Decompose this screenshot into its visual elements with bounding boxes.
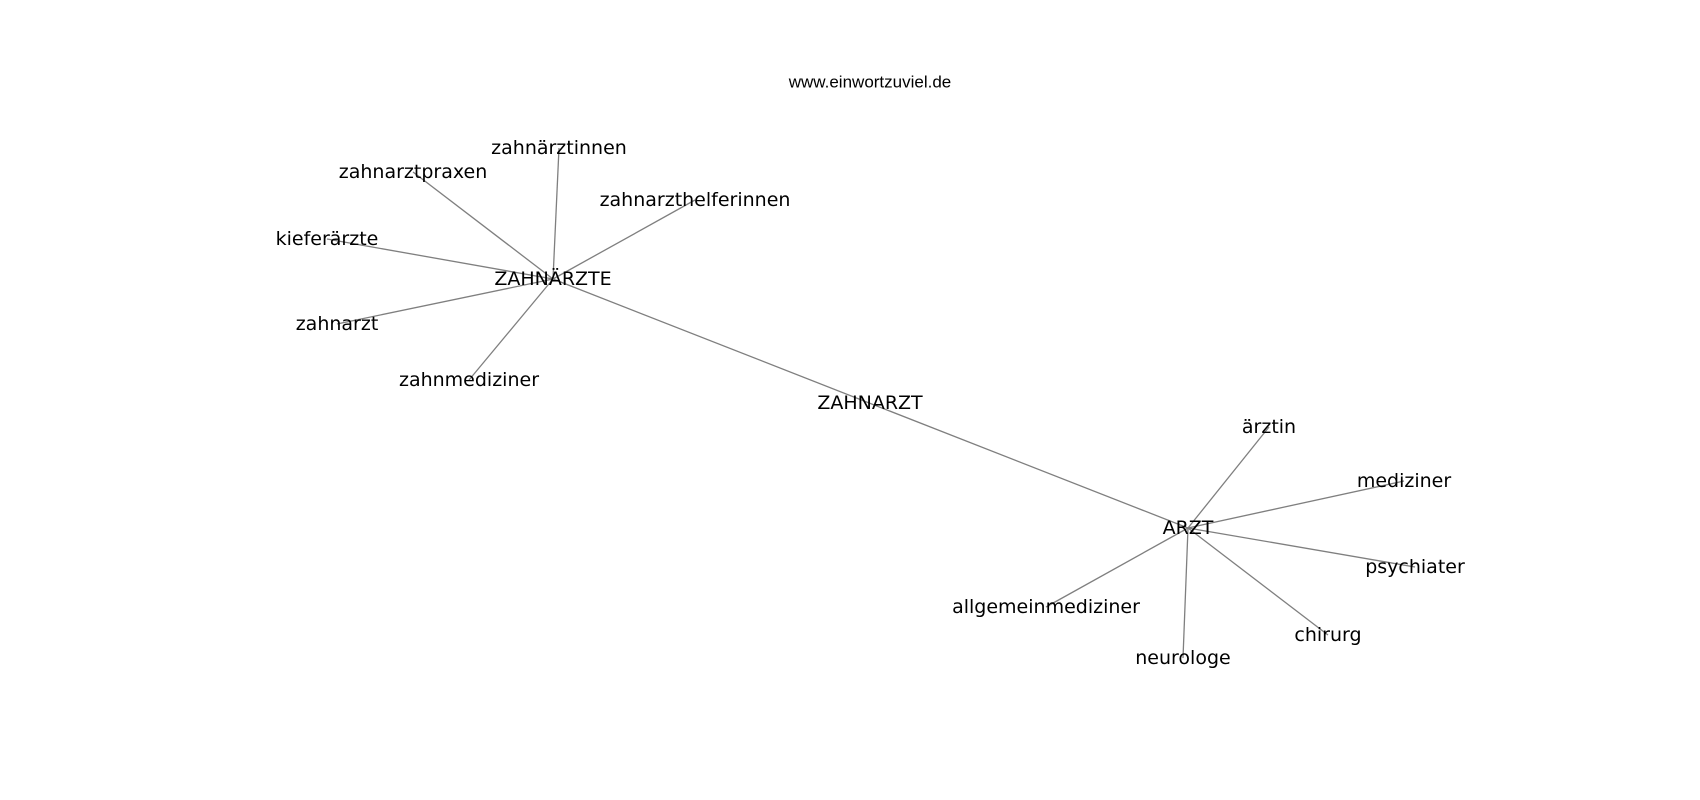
node-label-aerztin: ärztin [1242, 416, 1296, 438]
edge-arzt-aerztin [1187, 426, 1270, 529]
node-label-zahnaerzte: ZAHNÄRZTE [494, 267, 611, 290]
edge-zahnaerzte-zahnarzt [336, 278, 554, 325]
node-label-kieferaerzte: kieferärzte [276, 228, 379, 250]
node-label-psychiater: psychiater [1365, 556, 1465, 578]
node-label-neurologe: neurologe [1135, 647, 1230, 669]
edge-zahnaerzte-kieferaerzte [326, 238, 554, 280]
node-label-zahnmediziner: zahnmediziner [399, 369, 539, 391]
edge-zahnaerzte-zahnmediziner [468, 278, 554, 381]
edge-zahnaerzte-arzt [552, 278, 1189, 529]
node-labels-group: ZAHNARZTZAHNÄRZTEARZTzahnärztinnenzahnar… [276, 137, 1465, 669]
node-label-zahnarzt_center: ZAHNARZT [817, 392, 923, 414]
node-label-arzt: ARZT [1163, 517, 1214, 539]
node-label-zahnarzthelferinnen: zahnarzthelferinnen [600, 189, 791, 211]
edge-zahnaerzte-zahnaerztinnen [552, 147, 560, 280]
edge-arzt-allgemeinmediziner [1045, 527, 1189, 608]
edge-arzt-psychiater [1187, 527, 1416, 568]
edges-group [326, 147, 1416, 659]
node-label-allgemeinmediziner: allgemeinmediziner [952, 596, 1140, 618]
node-label-mediziner: mediziner [1357, 470, 1452, 492]
site-url-label: www.einwortzuviel.de [788, 73, 952, 92]
node-label-zahnarzt: zahnarzt [296, 313, 379, 335]
node-label-zahnarztpraxen: zahnarztpraxen [339, 161, 487, 183]
edge-arzt-mediziner [1187, 480, 1405, 529]
edge-arzt-neurologe [1182, 527, 1189, 659]
edge-arzt-chirurg [1187, 527, 1329, 636]
node-label-chirurg: chirurg [1294, 624, 1361, 646]
node-label-zahnaerztinnen: zahnärztinnen [491, 137, 627, 159]
edge-zahnaerzte-zahnarzthelferinnen [552, 199, 696, 280]
edge-zahnaerzte-zahnarztpraxen [412, 171, 554, 280]
